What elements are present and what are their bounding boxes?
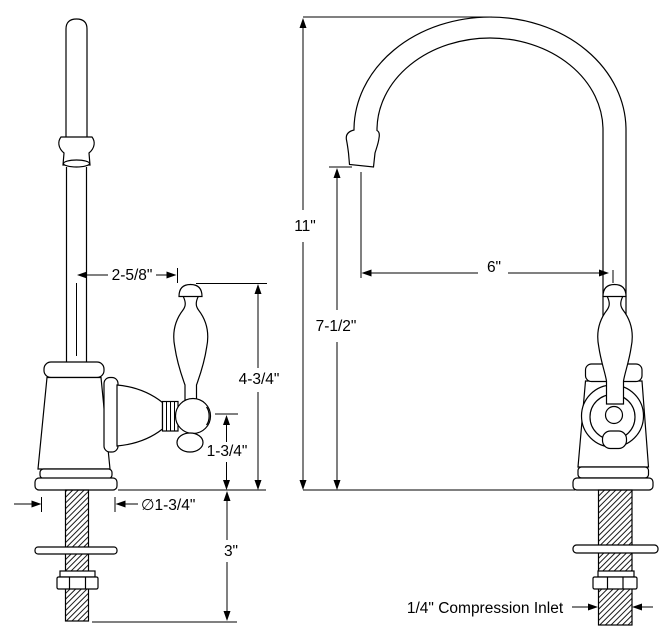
- dim-outlet-height: 7-1/2": [316, 166, 357, 490]
- side-view: [34, 18, 212, 622]
- front-view: [345, 16, 659, 626]
- dim-overall-height-lines: [302, 16, 492, 481]
- dim-shank-length-label: 3": [224, 543, 238, 560]
- valve-neck-ridges: [166, 401, 175, 431]
- dim-shank-length-lines: [92, 500, 237, 623]
- front-mounting-washer: [572, 544, 659, 554]
- aerator-tip: [58, 136, 95, 166]
- riser-tube: [65, 167, 88, 362]
- base-ring-lower: [34, 477, 118, 491]
- mounting-nut: [56, 576, 99, 590]
- inlet-callout-label: 1/4" Compression Inlet: [407, 600, 564, 617]
- inlet-callout: 1/4" Compression Inlet: [407, 600, 653, 617]
- front-nut-collar: [597, 570, 635, 578]
- dim-handle-height-label: 4-3/4": [239, 371, 280, 388]
- handle-knob-top: [178, 283, 203, 298]
- gooseneck-spout: [345, 16, 627, 364]
- valve-flange: [103, 376, 119, 453]
- dim-base-diameter: ∅1-3/4": [14, 497, 195, 514]
- dim-handle-height: 4-3/4": [239, 284, 280, 490]
- threaded-shank: [64, 489, 90, 622]
- valve-bell: [116, 384, 164, 447]
- hub-end-cap: [176, 432, 204, 453]
- dim-spout-offset: 2-5/8": [77, 267, 267, 284]
- handle-hub: [174, 397, 212, 435]
- dim-hub-height: 1-3/4": [207, 413, 248, 490]
- front-handle-knob-top: [602, 283, 627, 298]
- dim-spout-reach-label: 6": [487, 259, 501, 276]
- dim-spout-offset-label: 2-5/8": [112, 267, 153, 284]
- dim-outlet-height-label: 7-1/2": [316, 318, 357, 335]
- dim-overall-height: 11": [294, 16, 492, 490]
- spout-tube: [65, 18, 88, 138]
- front-base-ring-lower: [572, 477, 654, 491]
- body-side: [37, 376, 111, 470]
- handle-hub-detail: [205, 406, 210, 426]
- aerator-opening: [62, 159, 91, 168]
- body-cap: [43, 361, 105, 379]
- dimension-annotations: 2-5/8" 4-3/4" 1-3/4" ∅1-3/4" 3": [14, 16, 653, 623]
- valve-stem-circle: [604, 405, 624, 425]
- front-threaded-shank: [597, 489, 633, 626]
- dim-hub-height-label: 1-3/4": [207, 443, 248, 460]
- escutcheon-tab: [601, 430, 628, 450]
- dim-spout-reach-lines: [360, 172, 614, 283]
- handle-lever: [173, 295, 209, 401]
- dim-base-diameter-lines: [14, 497, 138, 512]
- dim-spout-reach: 6": [360, 172, 614, 283]
- dim-hub-height-lines: [215, 413, 238, 481]
- front-handle-lever: [597, 295, 633, 405]
- front-base-ring-upper: [577, 466, 650, 479]
- mounting-washer: [34, 546, 118, 555]
- dim-outlet-height-lines: [329, 166, 352, 481]
- dim-shank-length: 3": [92, 491, 238, 623]
- dim-overall-height-label: 11": [294, 218, 316, 235]
- base-ring-upper: [39, 468, 113, 480]
- dim-spout-offset-lines: [81, 268, 267, 284]
- nut-collar: [59, 570, 96, 578]
- nut-facets: [68, 577, 87, 589]
- dim-spout-offset-arrows: [77, 271, 177, 279]
- front-mounting-nut: [592, 576, 638, 590]
- front-nut-facets: [606, 577, 624, 589]
- dim-base-diameter-label: ∅1-3/4": [141, 497, 195, 514]
